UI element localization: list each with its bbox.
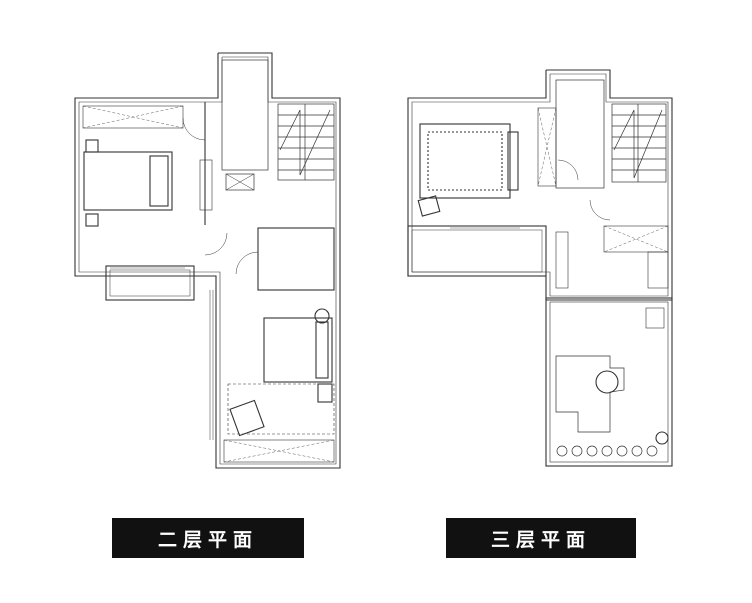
floor2-second-bed bbox=[263, 308, 333, 383]
floor3-sofa bbox=[417, 123, 519, 217]
floor3-label: 三层平面 bbox=[490, 528, 591, 551]
floor2-plan bbox=[74, 52, 341, 469]
floor2-stair bbox=[277, 103, 335, 181]
floor3-label-box: 三层平面 bbox=[446, 518, 636, 558]
floor3-plan bbox=[407, 69, 673, 467]
floor2-master-bed bbox=[83, 139, 173, 227]
floor2-label-box: 二层平面 bbox=[112, 518, 304, 558]
floor3-stair bbox=[611, 103, 667, 183]
floor3-terrace bbox=[545, 297, 673, 467]
floor2-label: 二层平面 bbox=[157, 528, 258, 551]
